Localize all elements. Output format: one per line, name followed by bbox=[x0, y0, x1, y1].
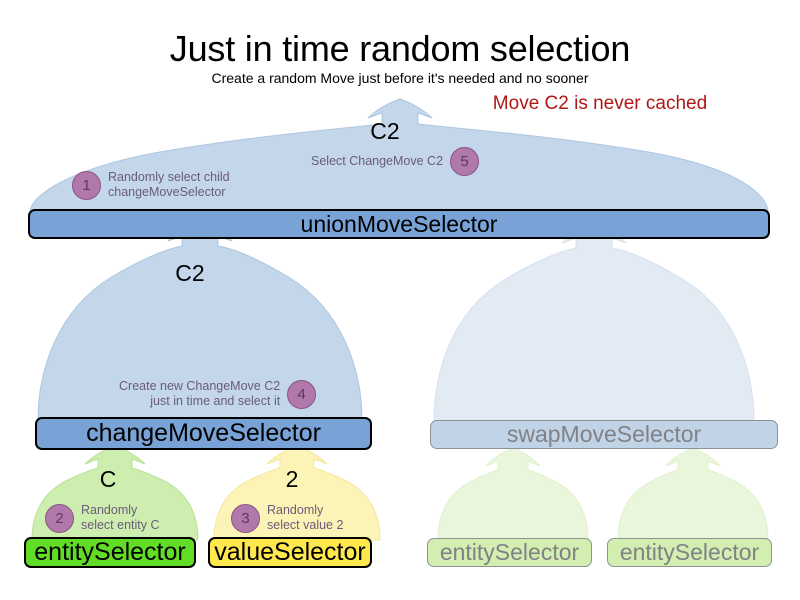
node-union-move-selector[interactable]: unionMoveSelector bbox=[28, 209, 770, 239]
node-value-selector-2[interactable]: valueSelector bbox=[208, 537, 372, 568]
flow-label-value-output: 2 bbox=[285, 466, 299, 492]
flow-label-entity-output: C bbox=[99, 466, 117, 492]
step-badge-1: 1 bbox=[72, 170, 101, 200]
step-text-5: Select ChangeMove C2 bbox=[311, 154, 444, 168]
step-annotation-5: Select ChangeMove C2 5 bbox=[311, 147, 480, 176]
step-badge-2: 2 bbox=[45, 503, 74, 533]
node-change-move-selector[interactable]: changeMoveSelector bbox=[35, 417, 372, 450]
step-annotation-2: 2 Randomly select entity C bbox=[45, 503, 160, 533]
arrow-union-output bbox=[29, 98, 769, 213]
page-title: Just in time random selection bbox=[169, 28, 631, 69]
step-text-2: Randomly select entity C bbox=[81, 503, 160, 532]
step-badge-4: 4 bbox=[287, 379, 317, 409]
step-annotation-4: Create new ChangeMove C2 just in time an… bbox=[119, 379, 317, 409]
arrow-entity-right2-to-swap bbox=[617, 447, 769, 541]
flow-label-change-output: C2 bbox=[175, 260, 205, 286]
arrow-entity-right1-to-swap bbox=[437, 447, 589, 541]
step-text-1: Randomly select child changeMoveSelector bbox=[108, 170, 230, 199]
node-entity-selector-right-2[interactable]: entitySelector bbox=[607, 538, 772, 567]
step-text-3: Randomly select value 2 bbox=[267, 503, 344, 532]
never-cached-note: Move C2 is never cached bbox=[492, 93, 708, 114]
page-subtitle: Create a random Move just before it's ne… bbox=[211, 70, 589, 86]
step-annotation-3: 3 Randomly select value 2 bbox=[231, 503, 343, 533]
node-entity-selector-right-1[interactable]: entitySelector bbox=[427, 538, 592, 567]
step-annotation-1: 1 Randomly select child changeMoveSelect… bbox=[72, 170, 230, 200]
node-swap-move-selector[interactable]: swapMoveSelector bbox=[430, 420, 778, 449]
step-badge-5: 5 bbox=[450, 147, 480, 176]
arrow-swap-to-union bbox=[433, 223, 755, 423]
node-entity-selector-c[interactable]: entitySelector bbox=[24, 537, 196, 568]
flow-label-union-output: C2 bbox=[370, 118, 400, 144]
step-badge-3: 3 bbox=[231, 503, 260, 533]
step-text-4: Create new ChangeMove C2 just in time an… bbox=[119, 379, 281, 408]
